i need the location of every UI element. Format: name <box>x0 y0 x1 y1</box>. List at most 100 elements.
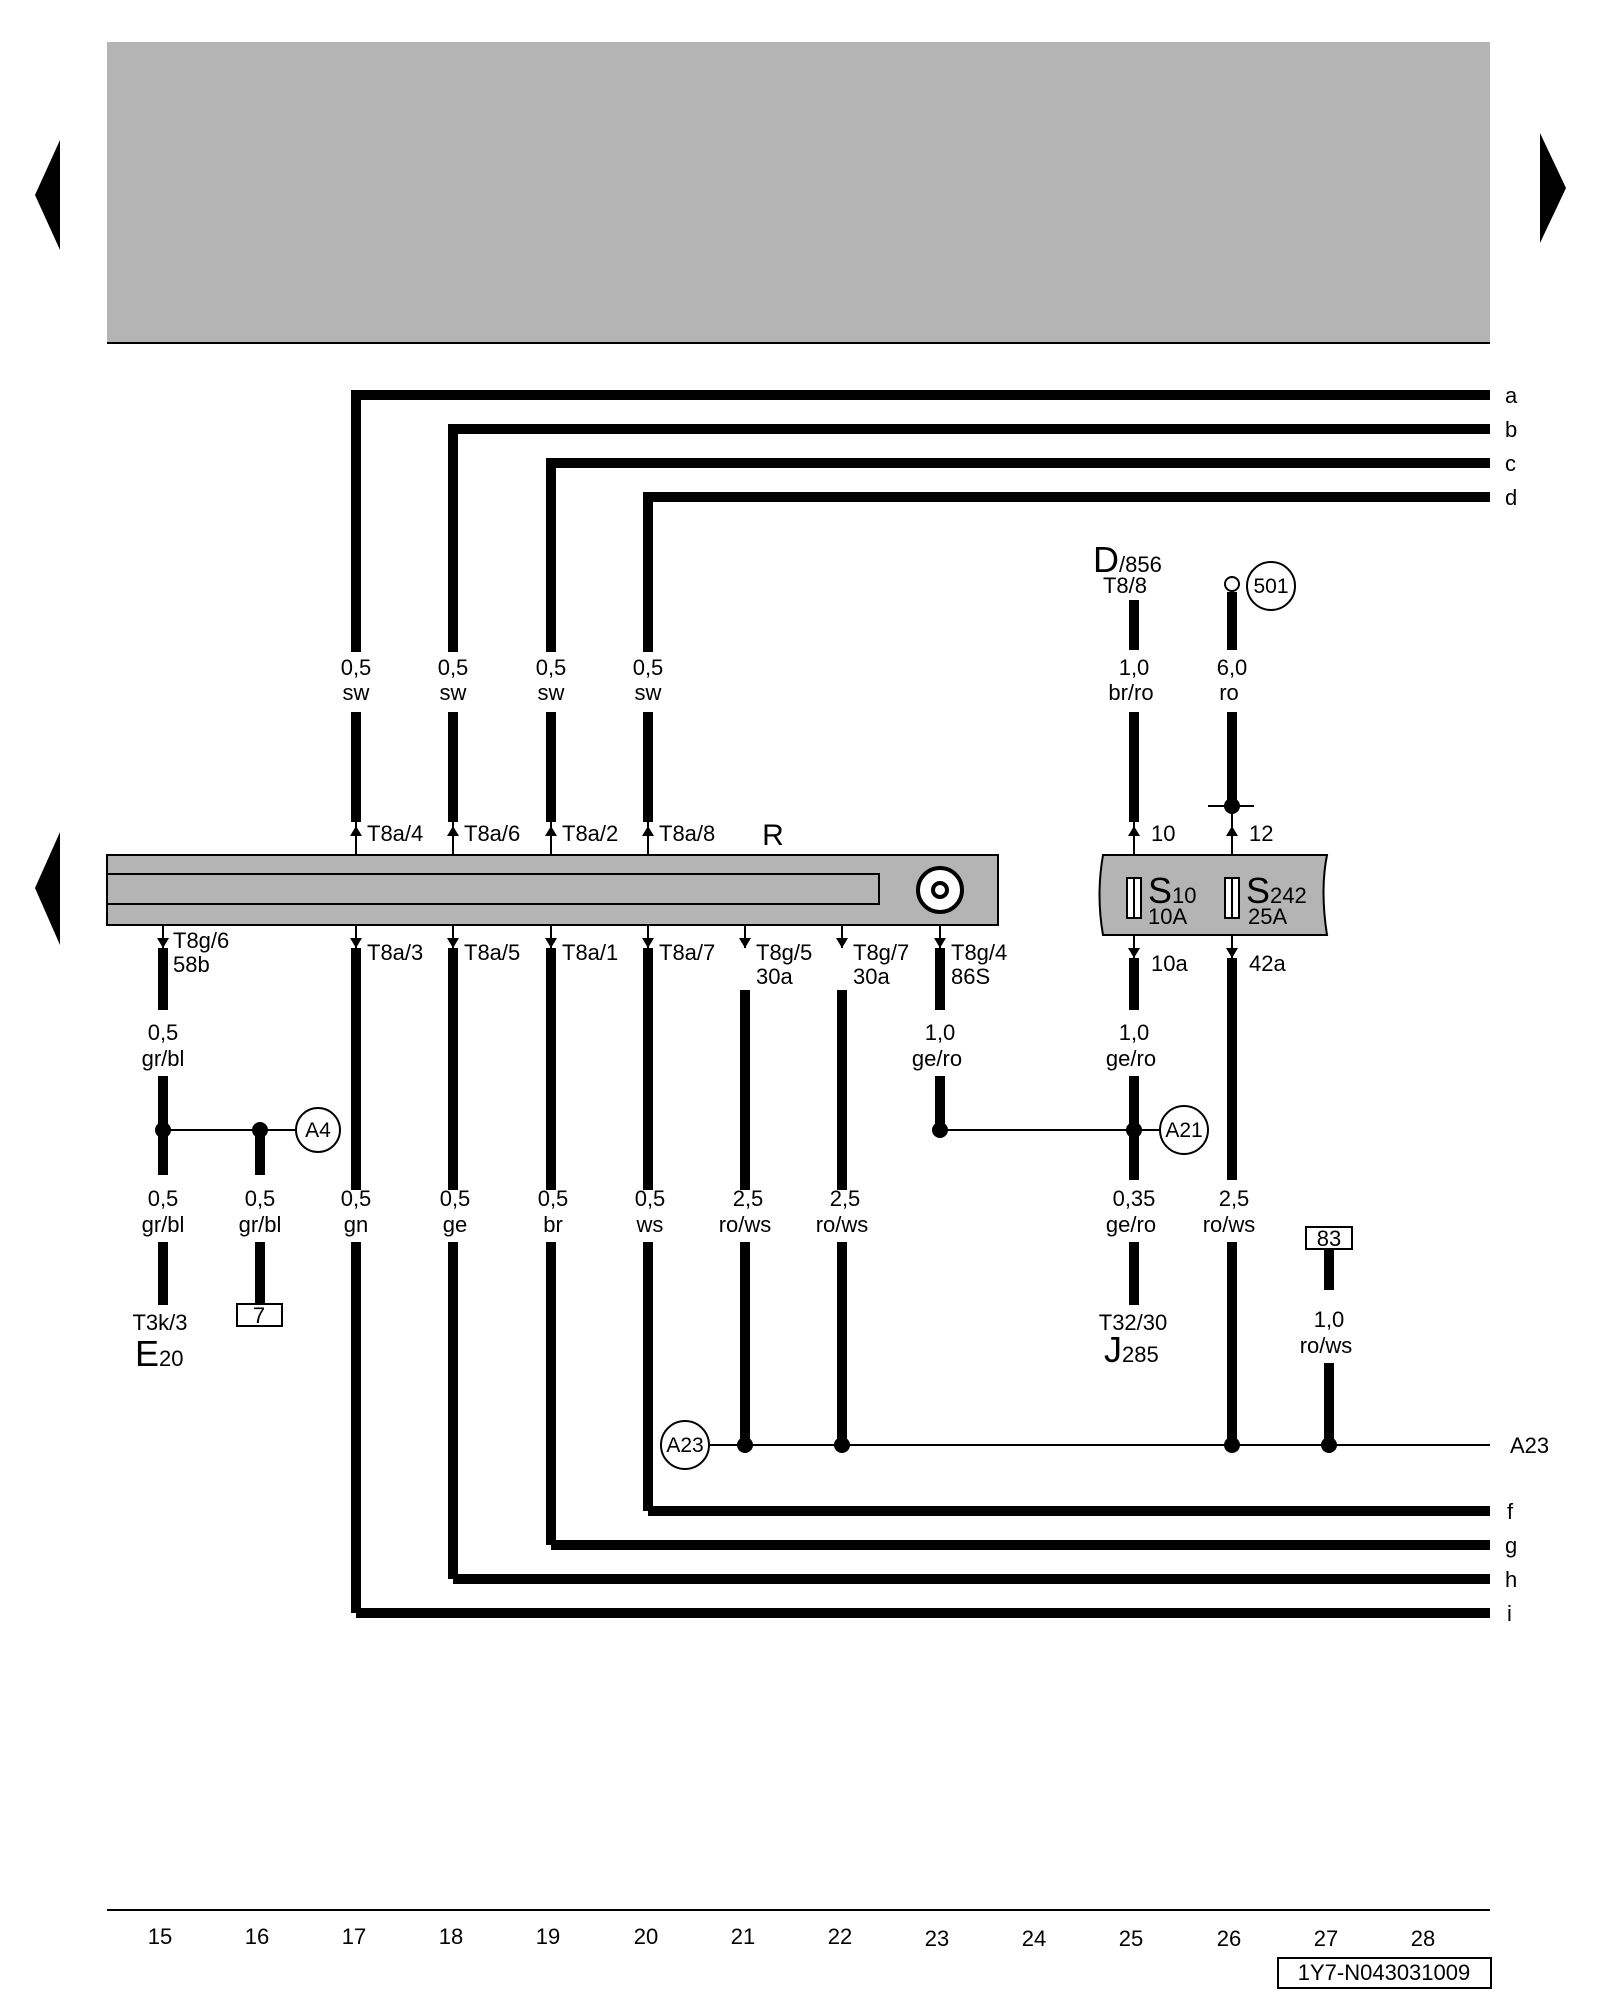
pin-arrow-icon <box>350 938 362 948</box>
fuse-pin-top-right: 12 <box>1249 821 1273 846</box>
connection-501-circle[interactable] <box>1246 561 1296 611</box>
bottom-pin-8-sub: 86S <box>951 964 990 989</box>
wire-d <box>643 492 1490 700</box>
fuse-s10-rating: 10A <box>1148 904 1187 929</box>
j285-name: J285 <box>1104 1329 1159 1370</box>
column-number: 18 <box>439 1924 463 1949</box>
e20-wire-size-2: 0,5 <box>148 1186 179 1211</box>
wire-color-30a-2: ro/ws <box>816 1212 869 1237</box>
top-pin-2: T8a/6 <box>464 821 520 846</box>
pin-arrow-icon <box>545 938 557 948</box>
line-label-f: f <box>1507 1499 1514 1524</box>
bottom-pin-5: T8a/7 <box>659 940 715 965</box>
connection-a21-circle[interactable] <box>1159 1105 1209 1155</box>
fuse-out-size-3: 2,5 <box>1219 1186 1250 1211</box>
pin-arrow-icon <box>934 938 946 948</box>
antenna-socket-center <box>931 881 949 899</box>
column-number: 19 <box>536 1924 560 1949</box>
top-pin-4: T8a/8 <box>659 821 715 846</box>
top-wire-color-1: sw <box>343 680 370 705</box>
column-number: 24 <box>1022 1926 1046 1951</box>
line-label-i: i <box>1507 1601 1512 1626</box>
wire-color-ge: ge <box>443 1212 467 1237</box>
bottom-pin-4: T8a/1 <box>562 940 618 965</box>
fuse-box-housing[interactable] <box>1098 854 1329 936</box>
label-gap <box>432 652 474 704</box>
bottom-pin-7: T8g/7 <box>853 940 909 965</box>
wire-size-30a-2: 2,5 <box>830 1186 861 1211</box>
top-pin-3: T8a/2 <box>562 821 618 846</box>
component-r-slot <box>106 873 880 905</box>
bottom-pin-6: T8g/5 <box>756 940 812 965</box>
e20-wire-color-2: gr/bl <box>142 1212 185 1237</box>
wire-size-ge: 0,5 <box>440 1186 471 1211</box>
ref-83-label: 83 <box>1317 1226 1341 1251</box>
ref-83-wire-size: 1,0 <box>1314 1307 1345 1332</box>
pin-arrow-icon <box>350 826 362 836</box>
wire-size-ws: 0,5 <box>635 1186 666 1211</box>
e20-name: E20 <box>135 1333 184 1374</box>
pin-arrow-icon <box>1226 948 1238 958</box>
prev-page-arrow-icon[interactable] <box>35 140 60 250</box>
junction-dot <box>834 1437 850 1453</box>
wire-c <box>546 458 1490 700</box>
bottom-pin-6-sub: 30a <box>756 964 793 989</box>
pin-arrow-icon <box>447 826 459 836</box>
j285-pin: T32/30 <box>1099 1310 1168 1335</box>
wire-color-br: br <box>543 1212 563 1237</box>
bottom-pin-8: T8g/4 <box>951 940 1007 965</box>
fuse-pin-bot-right: 42a <box>1249 951 1286 976</box>
fuse-s242-rating: 25A <box>1248 904 1287 929</box>
column-number: 15 <box>148 1924 172 1949</box>
d856-wire-color: br/ro <box>1108 680 1153 705</box>
top-wire-color-2: sw <box>440 680 467 705</box>
column-number: 21 <box>731 1924 755 1949</box>
wire-color-86s: ge/ro <box>912 1046 962 1071</box>
line-label-b: b <box>1505 417 1517 442</box>
top-wire-size-1: 0,5 <box>341 655 372 680</box>
d856-wire-size: 1,0 <box>1119 655 1150 680</box>
wire-color-30a-1: ro/ws <box>719 1212 772 1237</box>
pin-arrow-icon <box>157 938 169 948</box>
fuse-out-size-1: 1,0 <box>1119 1020 1150 1045</box>
wire-b <box>448 424 1490 700</box>
column-number: 17 <box>342 1924 366 1949</box>
pin-arrow-icon <box>836 938 848 948</box>
line-label-h: h <box>1505 1567 1517 1592</box>
component-r-label: R <box>762 819 784 852</box>
e20-wire-color-1: gr/bl <box>142 1046 185 1071</box>
e20-wire-color-3: gr/bl <box>239 1212 282 1237</box>
pin-arrow-icon <box>739 938 751 948</box>
pin-arrow-icon <box>642 826 654 836</box>
fuse-s10-name: S10 <box>1148 870 1197 911</box>
fuse-out-color-1: ge/ro <box>1106 1046 1156 1071</box>
battery-wire-color: ro <box>1219 680 1239 705</box>
column-number: 22 <box>828 1924 852 1949</box>
ref-box-7[interactable] <box>236 1303 283 1327</box>
wire-size-gn: 0,5 <box>341 1186 372 1211</box>
top-wire-color-4: sw <box>635 680 662 705</box>
bottom-pin-2: T8a/3 <box>367 940 423 965</box>
pin-arrow-icon <box>642 938 654 948</box>
e20-wire-size-3: 0,5 <box>245 1186 276 1211</box>
d856-name: D/856 <box>1093 539 1162 580</box>
prev-section-arrow-icon[interactable] <box>35 832 60 945</box>
top-wire-size-3: 0,5 <box>536 655 567 680</box>
bottom-pin-7-sub: 30a <box>853 964 890 989</box>
header-banner <box>107 42 1490 342</box>
junction-dot <box>737 1437 753 1453</box>
fuse-s242-name: S242 <box>1246 870 1307 911</box>
next-page-arrow-icon[interactable] <box>1540 133 1566 243</box>
connection-a23-circle[interactable] <box>660 1420 710 1470</box>
fuse-out-color-3: ro/ws <box>1203 1212 1256 1237</box>
top-wire-size-4: 0,5 <box>633 655 664 680</box>
connection-a23-end-label: A23 <box>1510 1433 1549 1458</box>
label-gap <box>627 652 669 704</box>
column-number: 28 <box>1411 1926 1435 1951</box>
connection-a4-circle[interactable] <box>295 1107 341 1153</box>
fuse-out-size-2: 0,35 <box>1113 1186 1156 1211</box>
pin-arrow-icon <box>545 826 557 836</box>
line-label-g: g <box>1505 1533 1517 1558</box>
bottom-pin-3: T8a/5 <box>464 940 520 965</box>
line-label-a: a <box>1505 383 1518 408</box>
